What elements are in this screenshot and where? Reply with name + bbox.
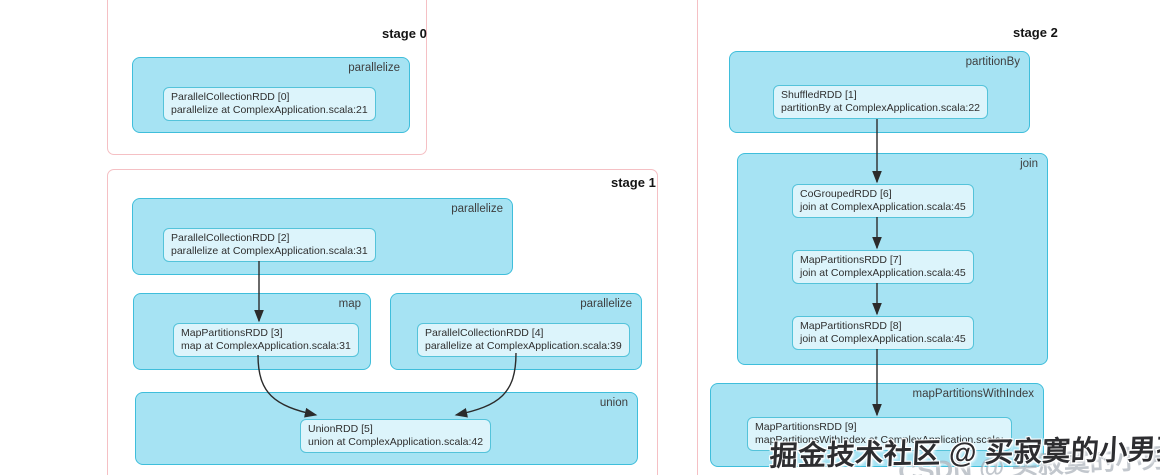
rdd-node-title: ParallelCollectionRDD [2]	[171, 232, 290, 244]
rdd-node-4[interactable]: ParallelCollectionRDD [4] parallelize at…	[417, 323, 630, 357]
rdd-node-callsite: parallelize at ComplexApplication.scala:…	[171, 245, 368, 257]
rdd-node-title: MapPartitionsRDD [7]	[800, 254, 902, 266]
rdd-node-title: ShuffledRDD [1]	[781, 89, 857, 101]
rdd-node-callsite: parallelize at ComplexApplication.scala:…	[171, 104, 368, 116]
rdd-node-1[interactable]: ShuffledRDD [1] partitionBy at ComplexAp…	[773, 85, 989, 119]
rdd-node-2[interactable]: ParallelCollectionRDD [2] parallelize at…	[163, 228, 376, 262]
scope-label: parallelize	[451, 203, 503, 215]
scope-label: mapPartitionsWithIndex	[912, 388, 1034, 400]
rdd-node-9[interactable]: MapPartitionsRDD [9] mapPartitionsWithIn…	[747, 417, 1012, 451]
rdd-node-callsite: mapPartitionsWithIndex at ComplexApplica…	[755, 434, 1004, 446]
rdd-node-callsite: map at ComplexApplication.scala:31	[181, 340, 351, 352]
rdd-node-title: MapPartitionsRDD [3]	[181, 327, 283, 339]
rdd-node-title: MapPartitionsRDD [9]	[755, 421, 857, 433]
rdd-node-callsite: partitionBy at ComplexApplication.scala:…	[781, 102, 981, 114]
scope-label: parallelize	[580, 298, 632, 310]
rdd-node-callsite: join at ComplexApplication.scala:45	[800, 333, 966, 345]
scope-label: partitionBy	[965, 56, 1020, 68]
stage-label-2: stage 2	[1013, 25, 1058, 40]
rdd-node-title: ParallelCollectionRDD [0]	[171, 91, 290, 103]
rdd-node-7[interactable]: MapPartitionsRDD [7] join at ComplexAppl…	[792, 250, 974, 284]
scope-label: parallelize	[348, 62, 400, 74]
rdd-node-6[interactable]: CoGroupedRDD [6] join at ComplexApplicat…	[792, 184, 974, 218]
scope-label: map	[338, 298, 361, 310]
rdd-node-5[interactable]: UnionRDD [5] union at ComplexApplication…	[300, 419, 492, 453]
rdd-node-title: MapPartitionsRDD [8]	[800, 320, 902, 332]
rdd-node-callsite: join at ComplexApplication.scala:45	[800, 267, 966, 279]
rdd-node-title: UnionRDD [5]	[308, 423, 373, 435]
rdd-node-8[interactable]: MapPartitionsRDD [8] join at ComplexAppl…	[792, 316, 974, 350]
rdd-node-3[interactable]: MapPartitionsRDD [3] map at ComplexAppli…	[173, 323, 359, 357]
rdd-node-callsite: parallelize at ComplexApplication.scala:…	[425, 340, 622, 352]
stage-label-1: stage 1	[611, 175, 656, 190]
stage-label-0: stage 0	[382, 26, 427, 41]
rdd-node-0[interactable]: ParallelCollectionRDD [0] parallelize at…	[163, 87, 376, 121]
rdd-node-title: CoGroupedRDD [6]	[800, 188, 892, 200]
scope-label: union	[599, 397, 628, 409]
rdd-node-callsite: union at ComplexApplication.scala:42	[308, 436, 484, 448]
rdd-node-title: ParallelCollectionRDD [4]	[425, 327, 544, 339]
rdd-node-callsite: join at ComplexApplication.scala:45	[800, 201, 966, 213]
scope-label: join	[1020, 158, 1038, 170]
